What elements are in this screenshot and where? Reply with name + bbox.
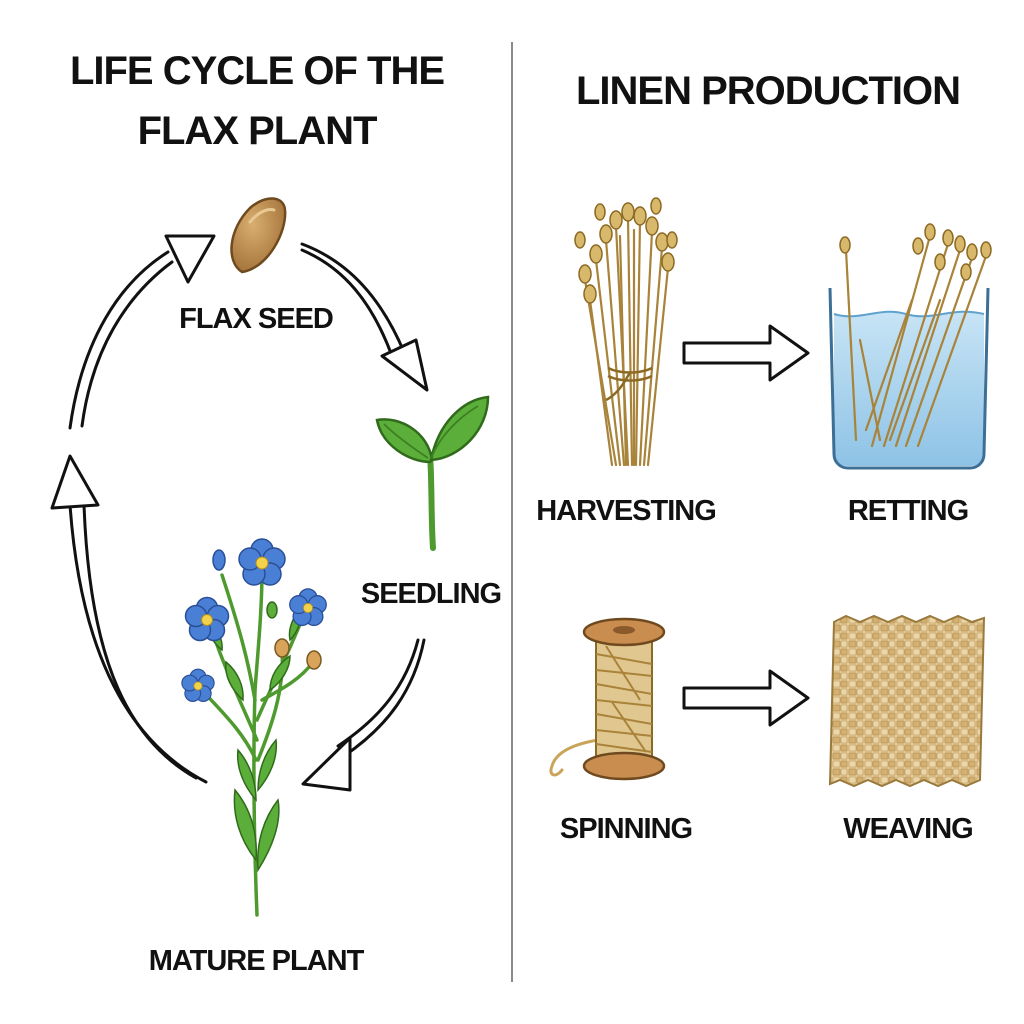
step-label-weaving: WEAVING xyxy=(843,813,972,845)
cycle-arrow-mature-to-seed-upper xyxy=(68,234,216,430)
flax-flower xyxy=(238,538,286,586)
mature-plant-icon xyxy=(181,538,327,917)
right-title: LINEN PRODUCTION xyxy=(576,69,960,113)
left-title-line1: LIFE CYCLE OF THE xyxy=(70,49,444,93)
arrow-spinning-to-weaving xyxy=(682,669,810,727)
flax-bud xyxy=(274,638,290,658)
step-label-spinning: SPINNING xyxy=(560,813,692,845)
flax-seed-icon xyxy=(230,197,287,274)
cycle-arrow-seedling-to-mature xyxy=(301,638,426,792)
stage-label-mature: MATURE PLANT xyxy=(149,945,365,977)
flax-bud xyxy=(212,549,226,571)
flax-bud xyxy=(266,601,278,619)
flax-bud xyxy=(306,650,322,670)
cycle-arrow-seed-to-seedling xyxy=(300,242,429,392)
flax-flower xyxy=(184,596,230,642)
cycle-arrow-mature-to-seed-lower xyxy=(50,454,208,784)
flax-flower xyxy=(181,668,215,702)
step-label-harvesting: HARVESTING xyxy=(536,495,716,527)
arrow-harvesting-to-retting xyxy=(682,324,810,382)
flax-bundle-icon xyxy=(574,197,678,467)
spool-icon xyxy=(549,617,666,781)
seedling-icon xyxy=(375,395,490,551)
retting-tank-icon xyxy=(828,223,992,470)
flax-flower xyxy=(289,588,327,627)
left-title-line2: FLAX PLANT xyxy=(138,109,377,153)
stage-label-seed: FLAX SEED xyxy=(179,303,333,335)
woven-fabric-icon xyxy=(828,614,986,788)
stage-label-seedling: SEEDLING xyxy=(361,578,501,610)
step-label-retting: RETTING xyxy=(848,495,968,527)
